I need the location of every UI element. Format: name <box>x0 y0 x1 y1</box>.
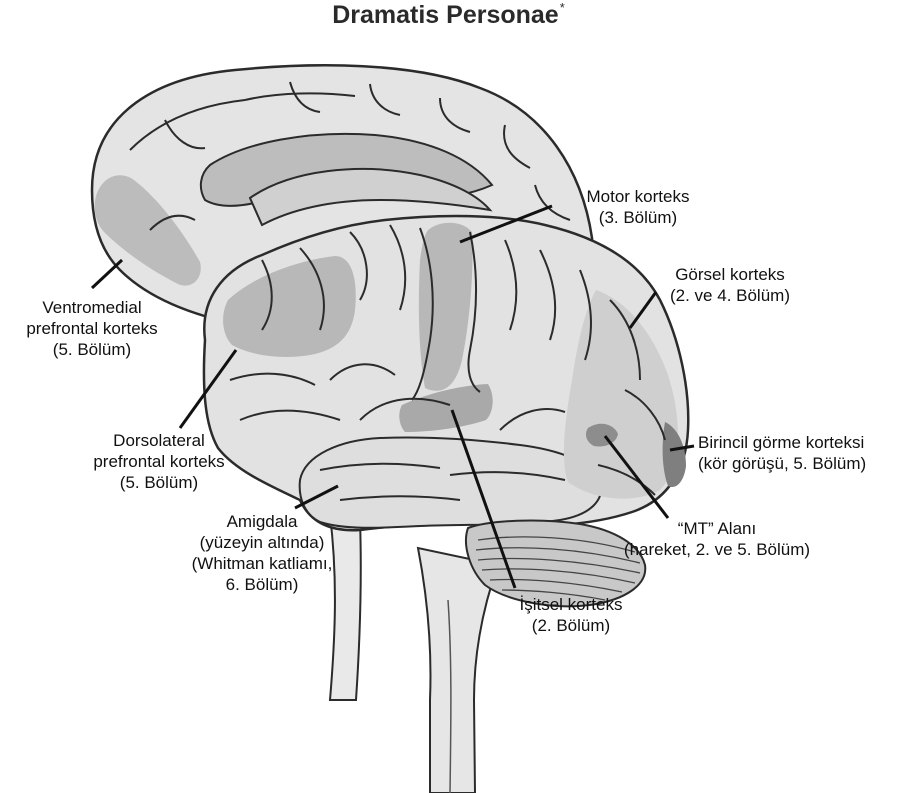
label-primary-visual-line1: Birincil görme korteksi <box>698 432 894 453</box>
label-motor-line1: Motor korteks <box>562 186 714 207</box>
label-motor-cortex: Motor korteks (3. Bölüm) <box>562 186 714 228</box>
label-amygdala-line4: 6. Bölüm) <box>182 574 342 595</box>
label-mt-line2: (hareket, 2. ve 5. Bölüm) <box>612 539 822 560</box>
label-mt-area: “MT” Alanı (hareket, 2. ve 5. Bölüm) <box>612 518 822 560</box>
label-amygdala-line2: (yüzeyin altında) <box>182 532 342 553</box>
label-visual-line1: Görsel korteks <box>640 264 820 285</box>
leader-vmpfc <box>92 260 122 288</box>
label-primary-visual-line2: (kör görüşü, 5. Bölüm) <box>698 453 894 474</box>
label-dlpfc: Dorsolateral prefrontal korteks (5. Bölü… <box>70 430 248 493</box>
label-dlpfc-line3: (5. Bölüm) <box>70 472 248 493</box>
label-mt-line1: “MT” Alanı <box>612 518 822 539</box>
label-auditory-cortex: İşitsel korteks (2. Bölüm) <box>500 594 642 636</box>
label-vmpfc-line2: prefrontal korteks <box>6 318 178 339</box>
label-motor-line2: (3. Bölüm) <box>562 207 714 228</box>
label-vmpfc-line3: (5. Bölüm) <box>6 339 178 360</box>
label-visual-cortex: Görsel korteks (2. ve 4. Bölüm) <box>640 264 820 306</box>
label-dlpfc-line1: Dorsolateral <box>70 430 248 451</box>
label-amygdala-line3: (Whitman katliamı, <box>182 553 342 574</box>
label-vmpfc-line1: Ventromedial <box>6 297 178 318</box>
label-auditory-line2: (2. Bölüm) <box>500 615 642 636</box>
label-dlpfc-line2: prefrontal korteks <box>70 451 248 472</box>
label-amygdala-line1: Amigdala <box>182 511 342 532</box>
label-primary-visual-cortex: Birincil görme korteksi (kör görüşü, 5. … <box>698 432 894 474</box>
label-amygdala: Amigdala (yüzeyin altında) (Whitman katl… <box>182 511 342 595</box>
label-vmpfc: Ventromedial prefrontal korteks (5. Bölü… <box>6 297 178 360</box>
label-auditory-line1: İşitsel korteks <box>500 594 642 615</box>
label-visual-line2: (2. ve 4. Bölüm) <box>640 285 820 306</box>
